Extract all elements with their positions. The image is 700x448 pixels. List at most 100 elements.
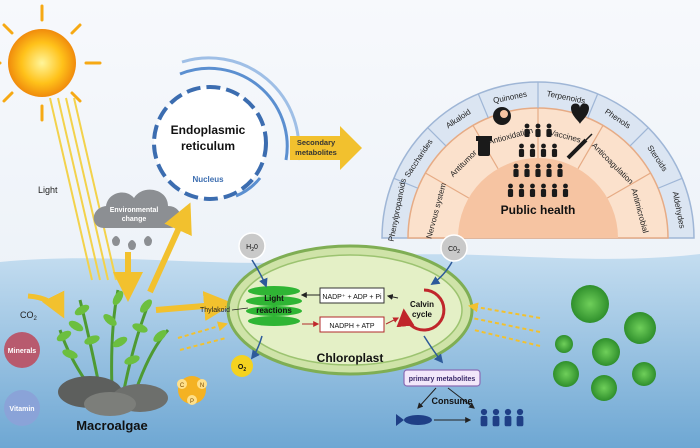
crowd-person-body <box>529 189 536 197</box>
primary-metabolites-box <box>403 369 481 387</box>
o2-label: O2 <box>238 364 246 373</box>
consumer-person-head <box>504 408 512 416</box>
crowd-person-body <box>540 149 547 157</box>
heart-icon <box>571 103 589 124</box>
crowd-person-body <box>524 169 530 177</box>
crowd-person-head <box>563 183 568 189</box>
macroalgae-icon <box>56 289 170 416</box>
consume-arrow-right <box>447 387 475 409</box>
co2-bubble <box>440 234 468 262</box>
co2-label: C02 <box>448 246 460 255</box>
crowd-person-head <box>552 143 557 149</box>
calvin-cycle-icon <box>396 288 446 332</box>
er-title-1: Endoplasmic <box>171 123 246 137</box>
minerals-circle <box>4 332 40 368</box>
dashed-flow-arrows <box>177 302 541 351</box>
to-calvin-arrow <box>385 317 400 325</box>
er-title-2: reticulum <box>181 139 235 153</box>
inner-arc-divider <box>577 125 604 170</box>
cnp-n: N <box>200 383 204 389</box>
crowd-person-head <box>508 183 513 189</box>
crowd-person-head <box>557 163 563 169</box>
crowd-person-head <box>535 163 541 169</box>
thylakoid-pointer <box>231 307 249 311</box>
primary-metabolites-label: primary metabolites <box>409 376 476 383</box>
crowd-person-head <box>546 123 552 129</box>
crowd-person-head <box>541 183 546 189</box>
crowd-person-head <box>513 163 519 169</box>
sun-icon <box>0 4 102 122</box>
crowd-person-head <box>530 183 535 189</box>
primary-arrow <box>423 335 444 364</box>
o2-bubble <box>231 355 253 377</box>
environmental-change-label-2: change <box>122 216 147 223</box>
consumer-person-head <box>492 408 500 416</box>
crowd-person-head <box>519 143 524 149</box>
crowd-person-body <box>507 189 514 197</box>
pill-bottle-icon <box>476 136 492 156</box>
public-health-label: Public health <box>501 203 576 217</box>
consume-label: Consume <box>431 396 472 406</box>
endoplasmic-reticulum-icon <box>152 56 301 201</box>
crowd-person-head <box>524 123 530 129</box>
people-group-icon <box>507 123 569 197</box>
consumer-person-head <box>516 408 524 416</box>
crowd-person-body <box>546 129 552 137</box>
h2o-bubble <box>238 232 266 260</box>
macroalgae-label: Macroalgae <box>76 418 148 433</box>
crowd-person-head <box>524 163 530 169</box>
outer-arc-divider <box>629 127 649 147</box>
environmental-change-label-1: Environmental <box>110 207 159 214</box>
crowd-person-head <box>535 123 541 129</box>
crowd-person-body <box>518 189 525 197</box>
consumer-person-head <box>480 408 488 416</box>
outer-arc-divider <box>657 177 683 189</box>
cnp-c: C <box>180 383 185 389</box>
h2o-label: H20 <box>246 244 258 253</box>
chloroplast-title: Chloroplast <box>317 351 384 365</box>
crowd-person-head <box>541 143 546 149</box>
crowd-person-body <box>535 129 541 137</box>
crowd-person-body <box>546 169 552 177</box>
calvin-label-1: Calvin <box>410 300 434 309</box>
light-label: Light <box>38 185 58 195</box>
microalgae-cells-icon <box>553 285 656 401</box>
crowd-person-body <box>518 149 525 157</box>
outer-arc-divider <box>427 127 447 147</box>
cloud-icon <box>93 189 182 250</box>
crowd-person-head <box>530 143 535 149</box>
from-calvin-arrow <box>386 293 399 300</box>
cnp-p: P <box>190 399 194 405</box>
crowd-person-body <box>551 189 558 197</box>
light-rays <box>49 97 117 281</box>
light-reactions-label-1: Light <box>264 294 284 303</box>
secondary-label-1: Secondary <box>297 138 336 147</box>
nucleus-label: Nucleus <box>192 175 224 184</box>
crowd-person-body <box>535 169 541 177</box>
o2-arrow <box>250 335 263 360</box>
vitamin-circle <box>4 390 40 426</box>
co2-left-label: CO2 <box>20 310 38 322</box>
brain-head-icon <box>493 107 511 125</box>
co2-arrow <box>430 261 453 285</box>
consumer-person-body <box>504 415 512 427</box>
h2o-arrow <box>251 259 268 288</box>
crowd-person-head <box>519 183 524 189</box>
light-reactions-label-2: reactions <box>256 306 292 315</box>
outer-arc-divider <box>477 93 489 119</box>
syringe-icon <box>566 133 593 160</box>
minerals-label: Minerals <box>8 348 37 355</box>
inner-arc-divider <box>425 172 470 199</box>
secondary-metabolites-arrow <box>290 126 362 170</box>
thylakoid-label: Thylakoid <box>200 307 230 314</box>
crowd-person-body <box>557 169 563 177</box>
secondary-label-2: metabolites <box>295 148 337 157</box>
nadph-box <box>319 316 385 333</box>
nadph-label: NADPH + ATP <box>329 323 375 330</box>
crowd-person-body <box>540 189 547 197</box>
crowd-person-body <box>513 169 519 177</box>
consumer-person-body <box>480 415 488 427</box>
vitamin-label: Vitamin <box>9 406 34 413</box>
